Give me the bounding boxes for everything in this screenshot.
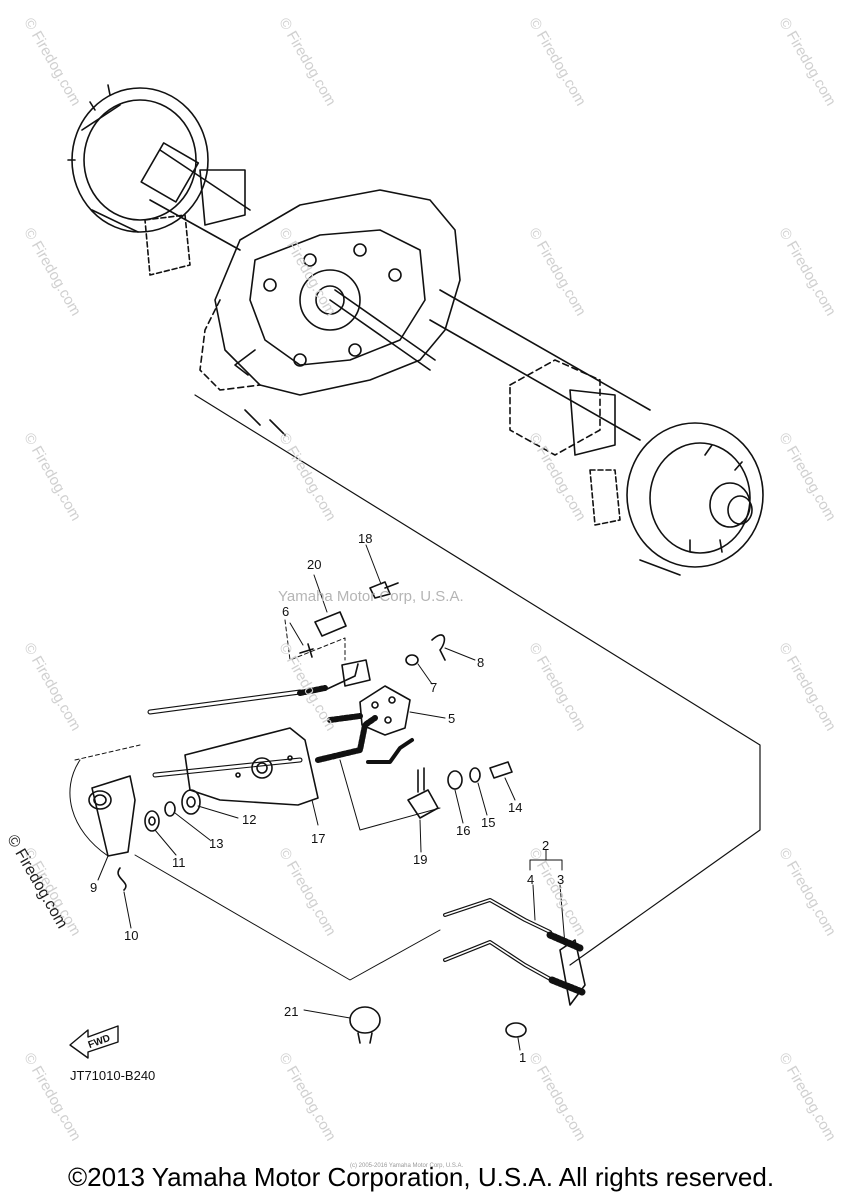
hose-clamp <box>349 1006 381 1034</box>
callout-12: 12 <box>242 812 257 827</box>
callout-6: 6 <box>282 604 290 619</box>
callout-11: 11 <box>172 855 186 870</box>
callout-17: 17 <box>311 831 326 846</box>
callout-18: 18 <box>358 531 373 546</box>
callout-14: 14 <box>508 800 523 815</box>
callout-16: 16 <box>456 823 471 838</box>
shift-lever <box>91 775 136 857</box>
callout-2: 2 <box>542 838 550 853</box>
copyright-notice: ©2013 Yamaha Motor Corporation, U.S.A. A… <box>67 1162 775 1192</box>
callout-20: 20 <box>307 557 322 572</box>
callout-15: 15 <box>481 815 496 830</box>
callout-1: 1 <box>519 1050 527 1065</box>
plate <box>359 685 411 736</box>
differential-housing <box>214 189 461 396</box>
callout-9: 9 <box>90 880 98 895</box>
callout-8: 8 <box>477 655 485 670</box>
axle-leader-line <box>194 394 761 966</box>
callout-4: 4 <box>527 872 535 887</box>
callout-3: 3 <box>557 872 565 887</box>
fwd-arrow-icon: FWD <box>69 1025 119 1059</box>
callout-5: 5 <box>448 711 456 726</box>
shift-cable-assembly <box>69 581 586 1044</box>
rear-axle-assembly <box>67 84 764 966</box>
callout-21: 21 <box>284 1004 299 1019</box>
right-brake-drum <box>626 422 764 568</box>
callout-leaders <box>97 544 566 1051</box>
small-copyright: (c) 2005-2016 Yamaha Motor Corp, U.S.A. <box>350 1163 464 1169</box>
callout-10: 10 <box>124 928 139 943</box>
callout-19: 19 <box>413 852 428 867</box>
diagram-code: JT71010-B240 <box>70 1068 156 1083</box>
callout-13: 13 <box>209 836 224 851</box>
center-watermark: Yamaha Motor Corp, U.S.A. <box>278 588 464 605</box>
callout-7: 7 <box>430 680 438 695</box>
